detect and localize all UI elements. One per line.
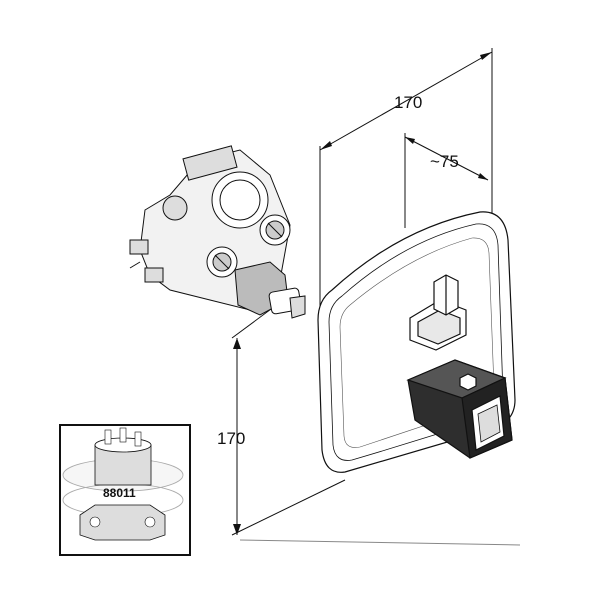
inset-part-number: 88011: [103, 486, 136, 500]
dimension-width-label: 170: [394, 93, 422, 112]
thermostat-knob: [406, 359, 513, 459]
dimension-height-label: 170: [217, 429, 245, 448]
inset-box: 88011: [59, 424, 191, 556]
dimension-lines: [231, 48, 521, 546]
dimension-depth-label: ~75: [430, 152, 459, 171]
dimension-arrows: [233, 52, 492, 535]
valve-body: [129, 145, 306, 319]
diverter-handle: [409, 274, 467, 351]
